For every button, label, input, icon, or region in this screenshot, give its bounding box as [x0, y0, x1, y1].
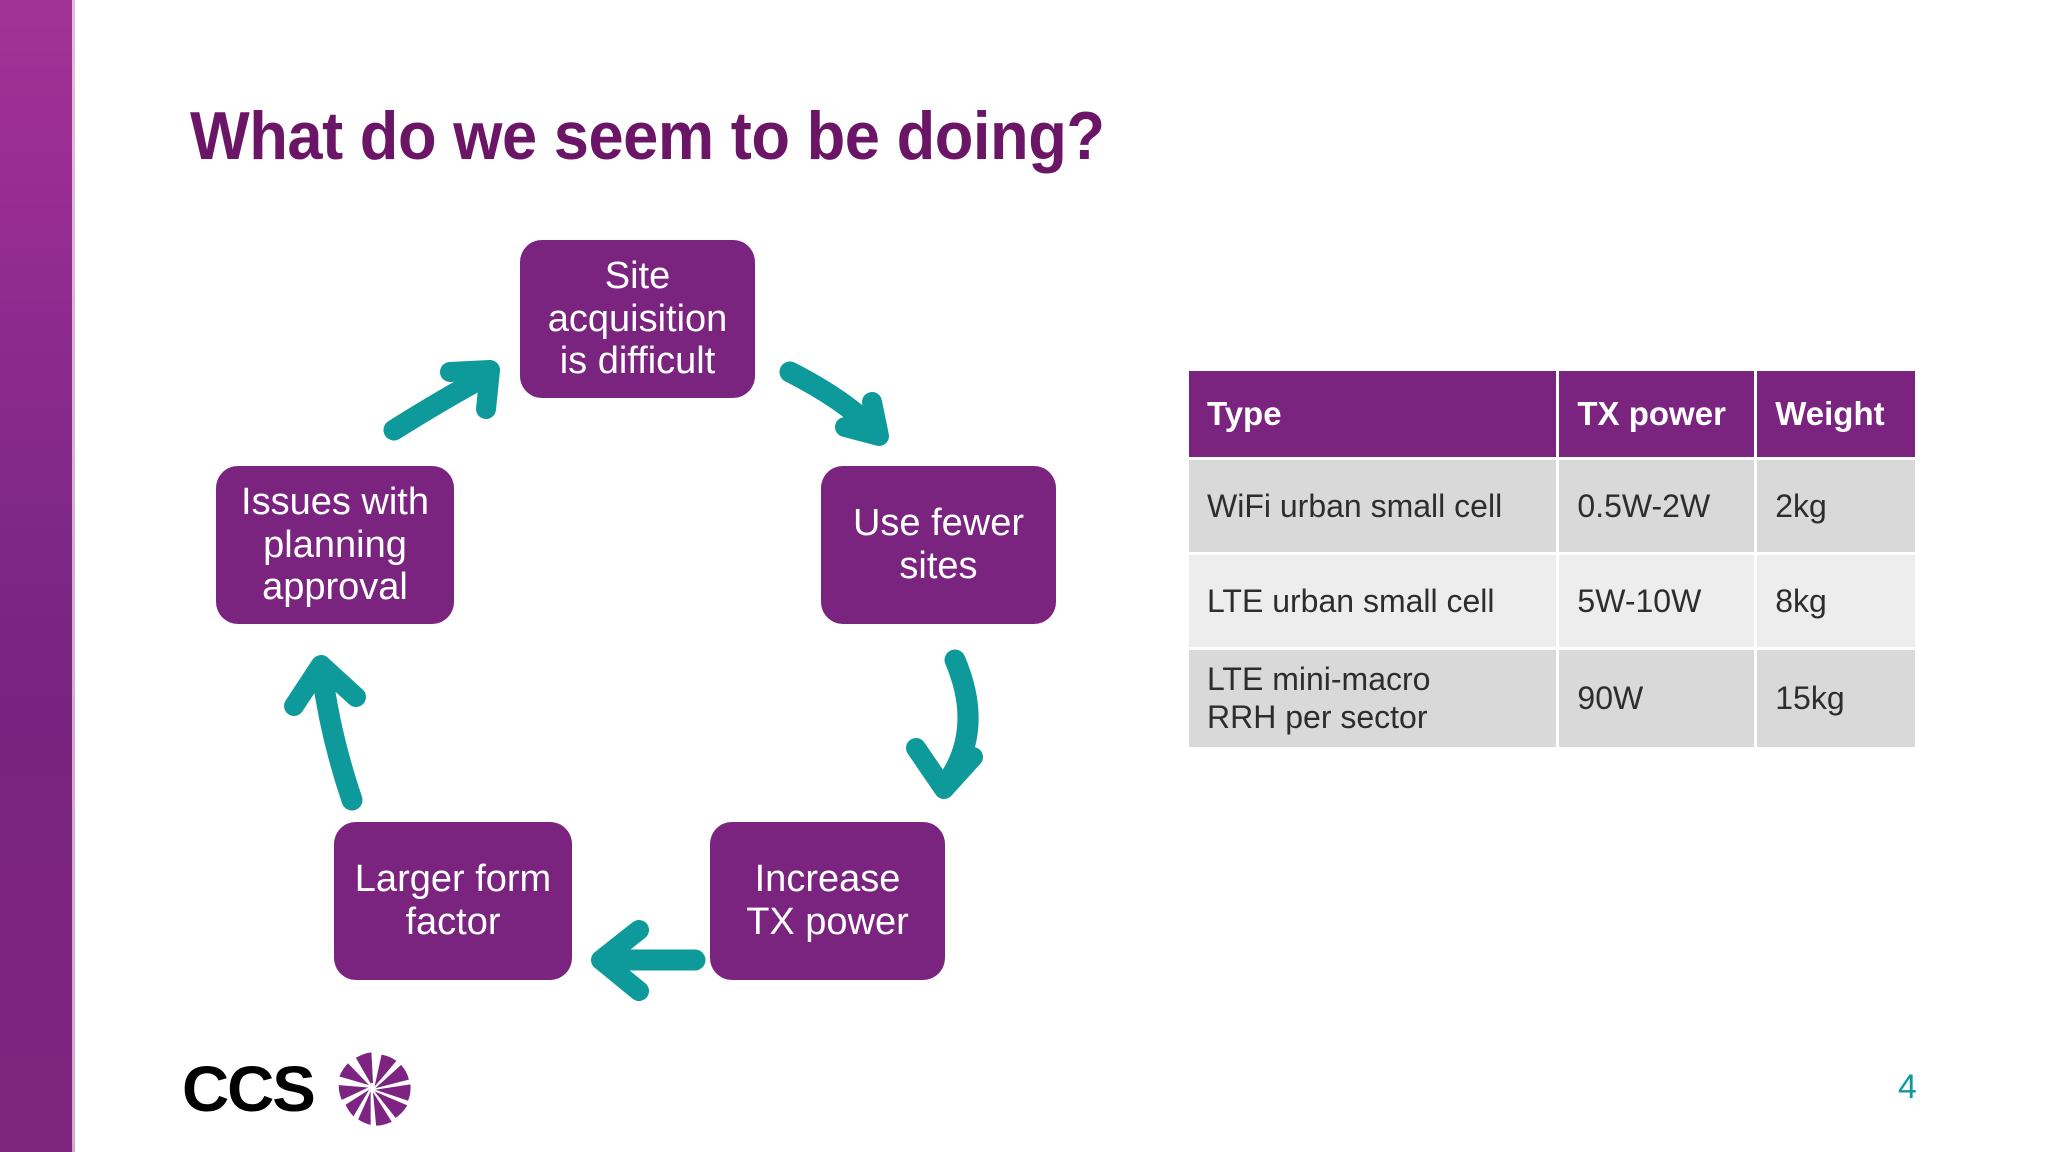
table-header-row: Type TX power Weight — [1189, 371, 1915, 457]
cell-weight: 2kg — [1757, 460, 1915, 552]
arrow-fewer-to-increase-icon — [906, 649, 983, 799]
arrow-increase-to-form-icon — [591, 920, 706, 1001]
table-header-weight: Weight — [1757, 371, 1915, 457]
flow-box-use-fewer-sites[interactable]: Use fewer sites — [821, 466, 1056, 624]
ccs-logo: CCS — [182, 1048, 422, 1128]
cell-type: LTE urban small cell — [1189, 555, 1557, 647]
arrow-site-to-fewer-icon — [779, 361, 889, 446]
cell-type: LTE mini-macro RRH per sector — [1189, 650, 1557, 747]
arrow-form-to-issues-icon — [284, 655, 366, 811]
cell-power: 0.5W-2W — [1559, 460, 1755, 552]
pinwheel-icon — [338, 1052, 411, 1126]
logo-wordmark: CCS — [182, 1053, 316, 1125]
left-accent-bar — [0, 0, 72, 1152]
page-number: 4 — [1898, 1068, 1917, 1106]
left-accent-bar-edge — [72, 0, 75, 1152]
table-header-type: Type — [1189, 371, 1557, 457]
cycle-arrows — [284, 360, 983, 1001]
cell-weight: 15kg — [1757, 650, 1915, 747]
page-title: What do we seem to be doing? — [190, 98, 1105, 174]
flow-box-issues-with-planning[interactable]: Issues with planning approval — [216, 466, 454, 624]
cycle-diagram: Site acquisition is difficult Use fewer … — [216, 240, 1056, 1001]
table-row: LTE urban small cell 5W-10W 8kg — [1189, 555, 1915, 647]
cell-power: 5W-10W — [1559, 555, 1755, 647]
table-row: LTE mini-macro RRH per sector 90W 15kg — [1189, 650, 1915, 747]
cell-type: WiFi urban small cell — [1189, 460, 1557, 552]
cell-weight: 8kg — [1757, 555, 1915, 647]
table-row: WiFi urban small cell 0.5W-2W 2kg — [1189, 460, 1915, 552]
flow-box-increase-tx-power[interactable]: Increase TX power — [710, 822, 945, 980]
arrow-issues-to-site-icon — [383, 360, 500, 441]
flow-box-site-acquisition[interactable]: Site acquisition is difficult — [520, 240, 755, 398]
flow-box-larger-form-factor[interactable]: Larger form factor — [334, 822, 572, 980]
cell-power: 90W — [1559, 650, 1755, 747]
table-header-tx-power: TX power — [1559, 371, 1755, 457]
spec-table: Type TX power Weight WiFi urban small ce… — [1186, 368, 1918, 750]
